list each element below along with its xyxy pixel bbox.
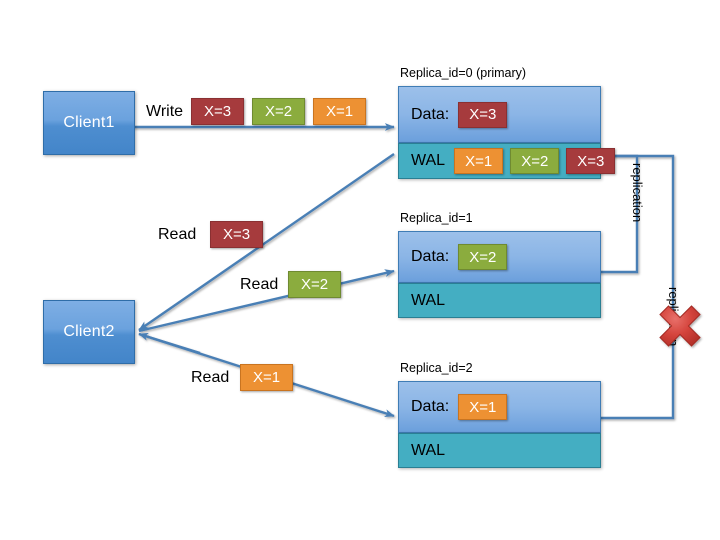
replication-label-1: replication	[630, 163, 645, 223]
client2-node[interactable]: Client2	[43, 300, 135, 364]
read-edge-2-label: Read	[191, 369, 230, 386]
read-edge-1-label: Read	[240, 276, 279, 293]
replica-0-wal-row: WAL X=1 X=2 X=3	[398, 143, 616, 179]
replica-0-data-row: Data: X=3	[398, 86, 601, 143]
read-edge-0-label: Read	[158, 226, 197, 243]
replica-2-node[interactable]: Replica_id=2 Data: X=1 WAL	[398, 361, 601, 468]
replica-0-title: Replica_id=0 (primary)	[400, 66, 527, 80]
replica-1-wal-label: WAL	[411, 291, 446, 309]
replication-blocked-x-icon	[659, 305, 701, 347]
read-edge-0-value: X=3	[210, 221, 264, 248]
replica-0-wal-entry-2: X=2	[510, 148, 560, 174]
replica-0-data-value: X=3	[458, 101, 508, 128]
read-edge-2-value: X=1	[240, 364, 294, 391]
replica-0-data-label: Data:	[411, 105, 450, 123]
replica-2-wal-row: WAL	[398, 433, 601, 468]
replica-0-node[interactable]: Replica_id=0 (primary) Data: X=3 WAL X=1…	[398, 66, 616, 179]
client2-label: Client2	[63, 323, 115, 340]
write-edge-value-3: X=1	[313, 98, 367, 125]
replica-0-wal-label: WAL	[411, 152, 446, 169]
client1-label: Client1	[63, 114, 115, 131]
replica-2-wal-label: WAL	[411, 441, 446, 459]
replica-1-data-label: Data:	[411, 248, 450, 265]
write-edge-value-1: X=3	[191, 98, 245, 125]
write-edge-label: Write	[146, 103, 184, 120]
read-edge-1-value: X=2	[288, 271, 342, 298]
client1-node[interactable]: Client1	[43, 91, 135, 155]
write-edge-value-2: X=2	[252, 98, 306, 125]
replica-2-data-label: Data:	[411, 398, 450, 415]
replica-1-wal-row: WAL	[398, 283, 601, 318]
replica-1-node[interactable]: Replica_id=1 Data: X=2 WAL	[398, 211, 601, 318]
replica-2-data-value: X=1	[458, 394, 508, 420]
replica-0-wal-entry-1: X=1	[454, 148, 504, 174]
replica-1-data-row: Data: X=2	[398, 231, 601, 283]
replica-0-wal-entry-3: X=3	[566, 148, 616, 174]
replica-2-title: Replica_id=2	[400, 361, 473, 375]
replica-1-data-value: X=2	[458, 244, 508, 270]
read-connector-2-back	[138, 332, 201, 355]
replica-1-title: Replica_id=1	[400, 211, 473, 225]
replica-2-data-row: Data: X=1	[398, 381, 601, 433]
